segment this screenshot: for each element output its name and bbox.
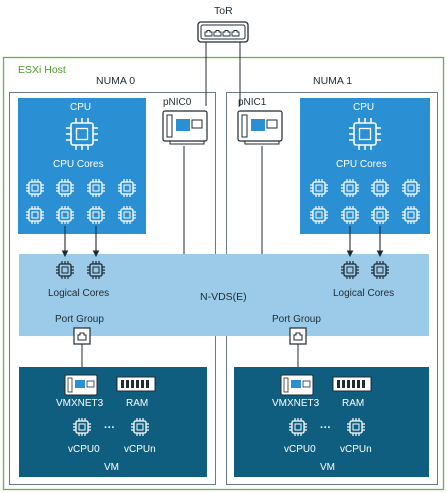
ram-icon xyxy=(116,376,156,392)
port-group-icon-numa0 xyxy=(73,327,91,345)
cpu-cores-label-numa1: CPU Cores xyxy=(336,159,387,170)
cpu-title-numa1: CPU xyxy=(353,102,374,113)
esxi-host-box xyxy=(2,56,445,491)
tor-label: ToR xyxy=(214,5,233,17)
pnic0-label: pNIC0 xyxy=(163,97,192,108)
vmxnet3-icon xyxy=(64,374,98,396)
vm-label-numa0: VM xyxy=(104,462,119,473)
vcpu0-label-numa0: vCPU0 xyxy=(68,444,100,455)
numa0-label: NUMA 0 xyxy=(96,75,135,87)
vm-box-numa0 xyxy=(19,367,207,477)
vmxnet3-label-numa1: VMXNET3 xyxy=(272,398,320,409)
uplink-numa1 xyxy=(239,42,263,254)
uplink-numa0 xyxy=(183,42,207,254)
logical-cores-label-numa1: Logical Cores xyxy=(333,288,394,299)
logical-cores-label-numa0: Logical Cores xyxy=(48,288,109,299)
port-group-icon-numa1 xyxy=(289,327,307,345)
vmxnet3-icon xyxy=(280,374,314,396)
vcpun-label-numa1: vCPUn xyxy=(340,444,372,455)
cpu-title-numa0: CPU xyxy=(70,102,91,113)
esxi-host-label: ESXi Host xyxy=(18,64,66,76)
pnic0-icon xyxy=(162,110,208,145)
port-group-label-numa1: Port Group xyxy=(272,314,321,325)
vcpun-label-numa0: vCPUn xyxy=(124,444,156,455)
vm-box-numa1 xyxy=(234,367,429,477)
ram-label-numa0: RAM xyxy=(126,398,148,409)
port-group-label-numa0: Port Group xyxy=(55,314,104,325)
pnic1-label: pNIC1 xyxy=(238,97,267,108)
ram-icon xyxy=(332,376,372,392)
numa1-label: NUMA 1 xyxy=(313,75,352,87)
vm-label-numa1: VM xyxy=(320,462,335,473)
tor-switch-icon xyxy=(197,21,249,43)
ram-label-numa1: RAM xyxy=(342,398,364,409)
vmxnet3-label-numa0: VMXNET3 xyxy=(56,398,104,409)
vcpu-ellipsis-numa0: ··· xyxy=(104,422,115,434)
nvds-band xyxy=(19,254,429,336)
vcpu0-label-numa1: vCPU0 xyxy=(284,444,316,455)
cpu-cores-label-numa0: CPU Cores xyxy=(53,159,104,170)
nvds-label: N-VDS(E) xyxy=(200,291,247,303)
pnic1-icon xyxy=(237,110,283,145)
vcpu-ellipsis-numa1: ··· xyxy=(320,422,331,434)
